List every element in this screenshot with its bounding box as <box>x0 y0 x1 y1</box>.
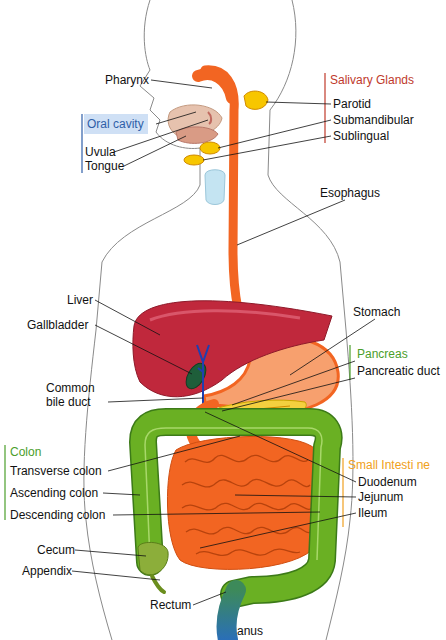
cecum <box>138 542 168 574</box>
part-label: Jejunum <box>358 490 403 504</box>
group-bracket <box>81 114 82 173</box>
part-label: anus <box>237 624 263 638</box>
appendix <box>152 576 164 592</box>
tongue <box>176 127 218 143</box>
small-intestine <box>167 436 316 569</box>
sublingual-gland <box>184 155 204 165</box>
part-label: Ileum <box>358 506 387 520</box>
group-bracket <box>324 73 325 143</box>
salivary-glands <box>184 91 268 165</box>
group-heading-box: Oral cavity <box>84 114 148 134</box>
liver-highlight <box>150 311 300 320</box>
part-label: Small Intesti ne <box>348 458 430 472</box>
part-label: Pancreas <box>357 347 408 361</box>
gallbladder <box>182 360 210 392</box>
colon-outline <box>143 422 329 594</box>
head-back <box>268 0 296 175</box>
part-label: Appendix <box>22 564 72 578</box>
part-label: Tongue <box>85 159 124 173</box>
group-bracket <box>4 445 5 520</box>
liver <box>133 301 332 397</box>
part-label: Salivary Glands <box>330 73 414 87</box>
submandibular-gland <box>200 142 220 154</box>
uvula <box>208 112 211 124</box>
part-label: Gallbladder <box>27 318 88 332</box>
part-label: Uvula <box>85 145 116 159</box>
part-label: Submandibular <box>333 113 414 127</box>
intestine-folds <box>182 455 312 555</box>
leader-lines <box>72 80 375 605</box>
part-label: Stomach <box>353 305 400 319</box>
pharynx <box>198 74 232 98</box>
part-label: Sublingual <box>333 129 389 143</box>
group-heading: Oral cavity <box>87 117 144 131</box>
part-label: Transverse colon <box>10 464 102 478</box>
part-label: Parotid <box>333 97 371 111</box>
rectum <box>226 590 236 640</box>
part-label: Common bile duct <box>46 381 106 409</box>
part-label: Pharynx <box>105 73 149 87</box>
colon <box>143 422 329 594</box>
part-label: Cecum <box>37 543 75 557</box>
part-label: Pancreatic duct <box>357 364 440 378</box>
part-label: Colon <box>10 445 41 459</box>
parotid-gland <box>244 91 268 109</box>
part-label: Rectum <box>150 598 191 612</box>
part-label: Esophagus <box>320 186 380 200</box>
part-label: Ascending colon <box>10 486 98 500</box>
part-label: Descending colon <box>10 508 105 522</box>
part-label: Duodenum <box>358 475 417 489</box>
trachea <box>205 170 225 205</box>
group-bracket <box>342 458 343 527</box>
part-label: Liver <box>67 293 93 307</box>
